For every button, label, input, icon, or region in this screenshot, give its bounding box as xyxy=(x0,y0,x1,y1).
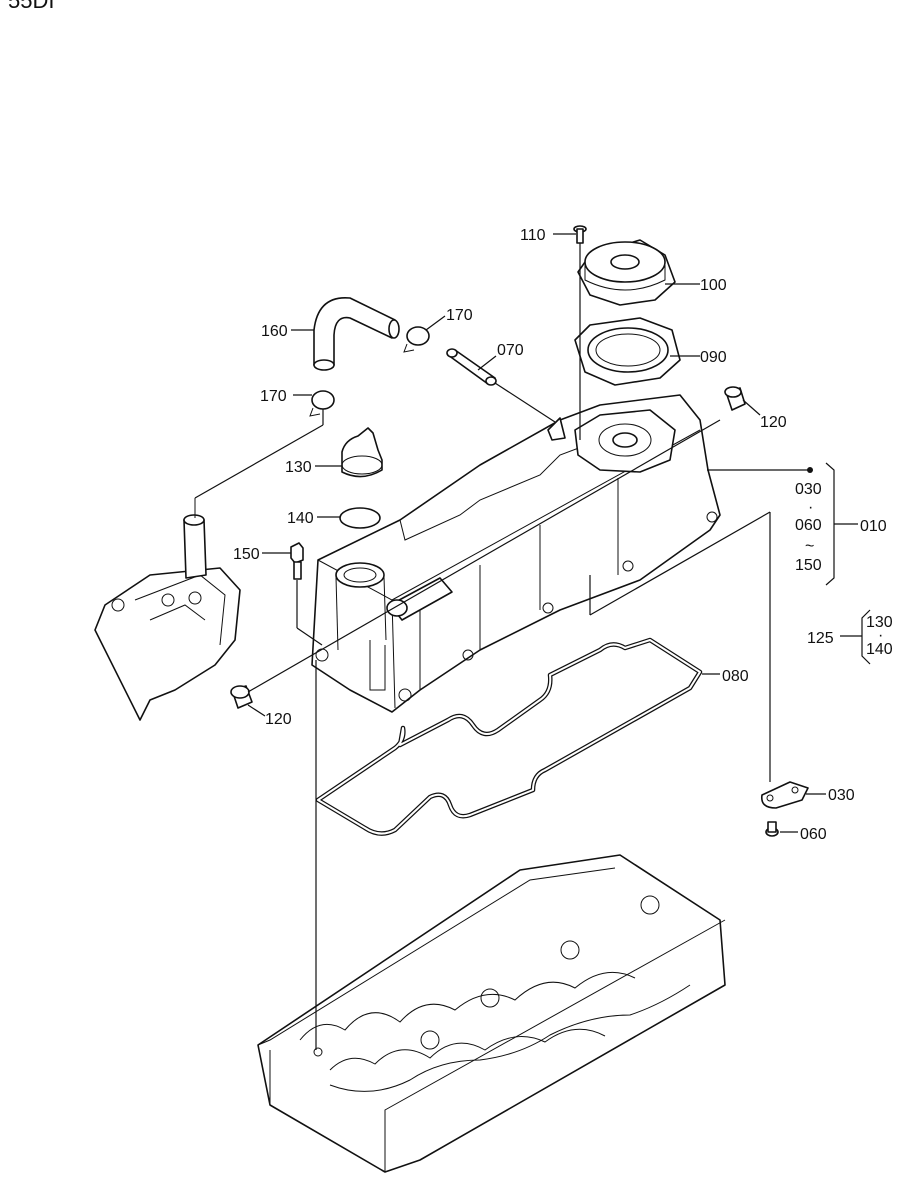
group-bracket-125 xyxy=(840,609,871,665)
callout-160: 160 xyxy=(261,323,288,340)
hook-plate xyxy=(760,781,809,809)
callout-150: 150 xyxy=(233,546,260,563)
group-125-dot: · xyxy=(878,627,883,644)
callout-030: 030 xyxy=(828,787,855,804)
seal-upper xyxy=(724,386,746,411)
callout-170-upper: 170 xyxy=(446,307,473,324)
hose-clamp-upper xyxy=(403,326,430,353)
breather-hose xyxy=(313,297,400,371)
callout-110: 110 xyxy=(520,227,546,244)
group-bracket-010 xyxy=(807,462,858,586)
plate-bolt xyxy=(765,821,779,837)
hose-clamp-lower xyxy=(309,390,335,417)
o-ring xyxy=(339,507,381,529)
group-010-tilde: ~ xyxy=(805,538,814,555)
group-125-item-140: 140 xyxy=(866,641,893,658)
manifold-bracket-illustration xyxy=(94,498,241,721)
corner-text: 55DI xyxy=(8,0,54,13)
group-125-label: 125 xyxy=(807,630,834,647)
callout-070: 070 xyxy=(497,342,524,359)
breather-cover xyxy=(577,239,676,306)
leader-lines xyxy=(194,233,826,1050)
oil-filler-cap xyxy=(341,427,383,478)
callout-140: 140 xyxy=(287,510,314,527)
breather-pipe xyxy=(446,348,497,386)
callout-100: 100 xyxy=(700,277,727,294)
group-010-label: 010 xyxy=(860,518,887,535)
group-010-item-060: 060 xyxy=(795,517,822,534)
callout-130: 130 xyxy=(285,459,312,476)
head-cover-gasket xyxy=(315,637,703,836)
callout-060: 060 xyxy=(800,826,827,843)
stud-bolt xyxy=(290,542,304,580)
breather-diaphragm xyxy=(574,317,681,386)
group-010-dot: · xyxy=(808,499,813,516)
group-010-item-150: 150 xyxy=(795,557,822,574)
callout-120-lower: 120 xyxy=(265,711,292,728)
group-010-item-030: 030 xyxy=(795,481,822,498)
head-cover-body xyxy=(311,394,721,713)
callout-090: 090 xyxy=(700,349,727,366)
cylinder-head-illustration xyxy=(257,854,726,1173)
group-125-item-130: 130 xyxy=(866,614,893,631)
callout-170-lower: 170 xyxy=(260,388,287,405)
callout-080: 080 xyxy=(722,668,749,685)
callout-120-upper: 120 xyxy=(760,414,787,431)
seal-lower xyxy=(230,685,253,709)
